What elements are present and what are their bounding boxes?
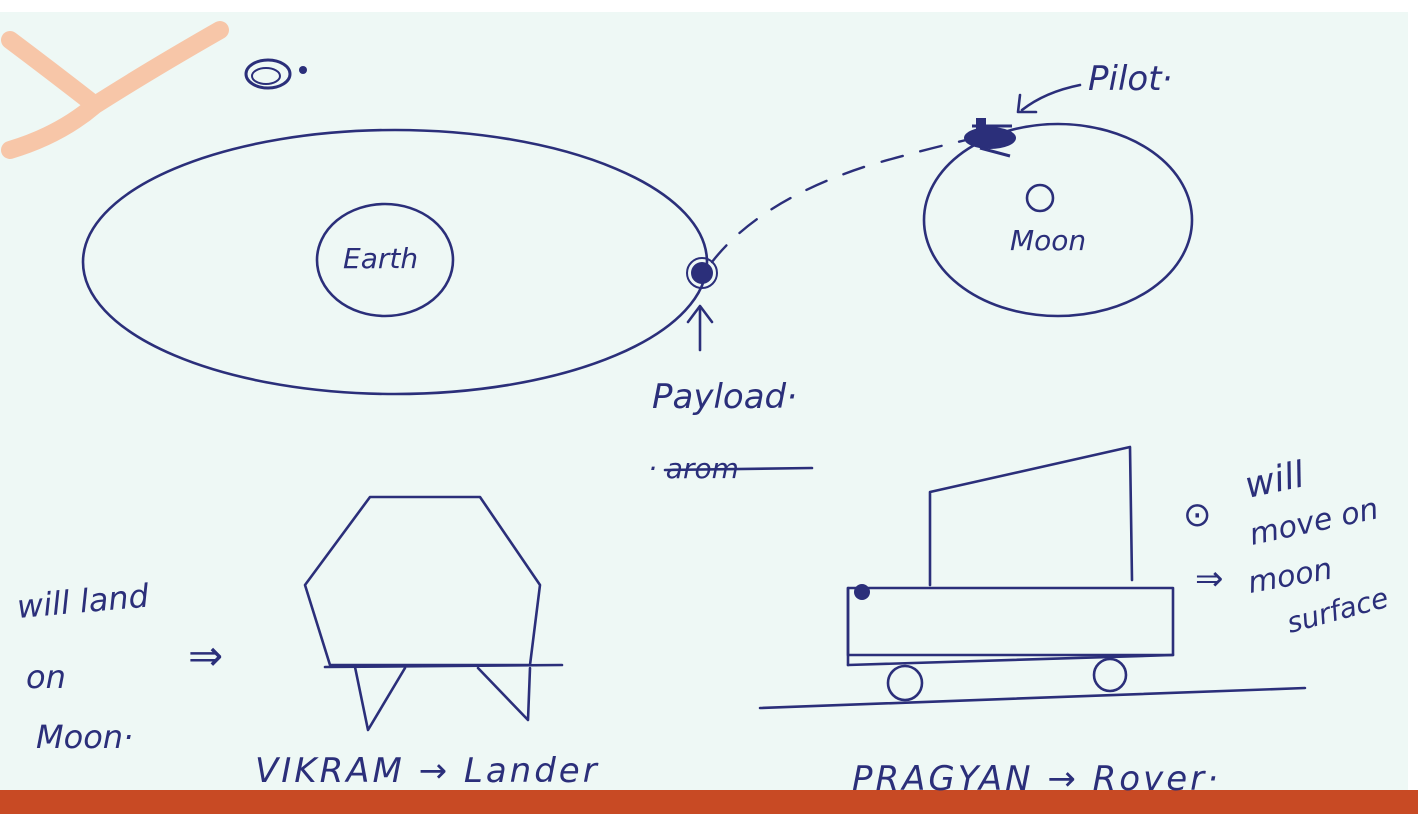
payload-label: Payload·: [652, 377, 797, 417]
earth-orbit: [81, 128, 709, 396]
spacecraft-icon: [964, 118, 1016, 158]
bullet-moon-icon: ⇒: [1195, 559, 1224, 599]
peach-mark: [1, 21, 229, 159]
moon-orbit: [922, 122, 1194, 318]
white-frame-top: [0, 0, 1418, 12]
payload-dot-icon: [686, 257, 718, 289]
implies-arrow-left: ⇒: [188, 631, 223, 680]
white-frame-right: [1408, 0, 1418, 814]
moon-circle: [1025, 183, 1055, 213]
transfer-trajectory: [710, 136, 977, 264]
pragyan-caption: PRAGYAN → Rover·: [852, 759, 1221, 799]
pilot-label: Pilot·: [1088, 59, 1172, 99]
earth-label: Earth: [343, 242, 418, 275]
will-land-line3: Moon·: [36, 718, 133, 756]
will-land-line2: on: [26, 658, 66, 696]
pragyan-rover-drawing: [758, 445, 1307, 710]
earth-circle: [315, 202, 455, 318]
vikram-lander-drawing: [303, 495, 564, 732]
satellite-scribble-icon: [244, 58, 307, 90]
bullet-will-icon: ⊙: [1183, 495, 1212, 535]
pilot-arrow: [1016, 83, 1082, 114]
strikethrough-word: · arom: [648, 452, 814, 485]
moon-label: Moon: [1010, 224, 1086, 257]
payload-arrow: [686, 304, 714, 352]
orange-table-edge: [0, 790, 1418, 814]
vikram-caption: VIKRAM → Lander: [255, 751, 600, 791]
